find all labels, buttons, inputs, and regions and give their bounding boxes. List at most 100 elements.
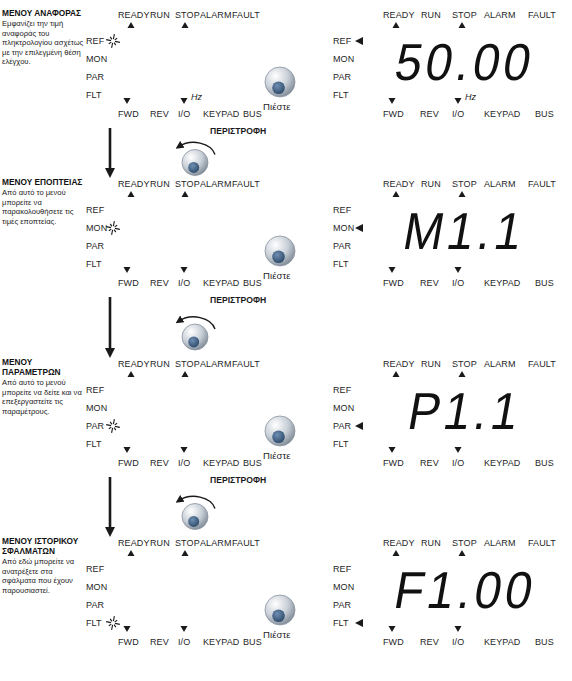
- menu-indicator-label: FLT: [333, 618, 349, 628]
- press-label: Πιέστε: [263, 271, 291, 281]
- menu-block: ΜΕΝΟΥ ΠΑΡΑΜΕΤΡΩΝΑπό αυτό το μενού μπορεί…: [2, 357, 258, 473]
- knob-body: [265, 67, 295, 97]
- control-place-label: REV: [150, 109, 169, 119]
- menu-title: ΜΕΝΟΥ ΑΝΑΦΟΡΑΣ: [2, 8, 84, 18]
- menu-indicator-label: FLT: [333, 259, 349, 269]
- menu-indicator-label: MON: [333, 403, 354, 413]
- status-label: STOP: [175, 10, 200, 20]
- status-label: RUN: [421, 538, 441, 548]
- lcd-display: M1.1: [362, 199, 568, 263]
- knob-dimple: [188, 336, 199, 347]
- blink-mark: [109, 427, 112, 429]
- indicator-arrow: [459, 371, 466, 377]
- control-place-label: I/O: [452, 458, 464, 468]
- status-label: FAULT: [528, 10, 556, 20]
- indicator-arrow: [459, 191, 466, 197]
- menu-indicator-label: MON: [86, 223, 107, 233]
- control-place-label: BUS: [243, 109, 262, 119]
- blink-mark: [114, 230, 116, 233]
- indicator-arrow: [455, 626, 462, 632]
- indicator-arrow: [355, 619, 363, 627]
- knob-dimple: [188, 162, 199, 173]
- blink-mark: [109, 229, 112, 231]
- control-place-label: REV: [420, 278, 439, 288]
- knob-body: [182, 150, 208, 176]
- control-place-label: FWD: [383, 637, 404, 647]
- indicator-arrow: [393, 22, 400, 28]
- menu-indicator-label: MON: [333, 54, 354, 64]
- status-label: STOP: [452, 359, 477, 369]
- control-place-label: REV: [150, 637, 169, 647]
- blink-mark: [114, 625, 116, 628]
- indicator-arrow: [182, 191, 189, 197]
- menu-indicator-label: FLT: [86, 259, 102, 269]
- menu-indicator-label: MON: [86, 582, 107, 592]
- menu-description: Εμφανίζει την τιμή αναφοράς του πληκτρολ…: [2, 19, 84, 67]
- indicator-arrow: [459, 22, 466, 28]
- blink-mark: [115, 426, 120, 428]
- menu-indicator-label: PAR: [333, 600, 351, 610]
- control-place-label: I/O: [178, 109, 190, 119]
- control-place-label: REV: [420, 109, 439, 119]
- edge-label: ΠΕΡΙΣΤΡΟΦΗ: [209, 126, 267, 136]
- unit-label: Hz: [465, 92, 476, 102]
- status-label: READY: [118, 359, 150, 369]
- indicator-arrow: [459, 550, 466, 556]
- menu-description: Από αυτό το μενού μπορείτε να παρακολουθ…: [2, 188, 84, 226]
- indicator-arrow: [128, 550, 135, 556]
- indicator-arrow: [389, 447, 396, 453]
- blink-mark: [110, 37, 112, 40]
- control-place-label: FWD: [118, 109, 139, 119]
- status-label: READY: [118, 179, 150, 189]
- control-place-label: REV: [150, 458, 169, 468]
- blink-mark: [109, 624, 112, 626]
- indicator-arrow: [181, 626, 188, 632]
- menu-indicator-label: REF: [86, 205, 104, 215]
- menu-indicator-label: REF: [86, 564, 104, 574]
- indicator-arrow: [124, 98, 131, 104]
- indicator-arrow: [124, 267, 131, 273]
- knob-dimple: [272, 430, 285, 443]
- status-label: ALARM: [484, 359, 516, 369]
- menu-indicator-label: REF: [86, 36, 104, 46]
- indicator-arrow: [393, 371, 400, 377]
- indicator-arrow: [128, 191, 135, 197]
- blink-mark: [113, 221, 115, 226]
- blink-mark: [115, 228, 120, 230]
- blink-mark: [106, 424, 111, 426]
- menu-title: ΜΕΝΟΥ ΙΣΤΟΡΙΚΟΥ ΣΦΑΛΜΑΤΩΝ: [2, 536, 84, 556]
- control-place-label: BUS: [243, 278, 262, 288]
- status-label: READY: [118, 10, 150, 20]
- menu-indicator-label: REF: [333, 36, 351, 46]
- blink-mark: [114, 43, 116, 46]
- blink-mark: [115, 225, 118, 227]
- status-label: RUN: [150, 10, 170, 20]
- menu-description: Από εδώ μπορείτε να ανατρέξετε στα σφάλμ…: [2, 557, 84, 595]
- blink-mark: [115, 620, 118, 622]
- status-label: STOP: [452, 179, 477, 189]
- menu-text: ΜΕΝΟΥ ΙΣΤΟΡΙΚΟΥ ΣΦΑΛΜΑΤΩΝΑπό εδώ μπορείτ…: [2, 536, 84, 595]
- menu-indicator-label: MON: [333, 223, 354, 233]
- status-label: FAULT: [528, 538, 556, 548]
- indicator-arrow: [182, 371, 189, 377]
- status-label: ALARM: [484, 179, 516, 189]
- blink-mark: [111, 230, 113, 235]
- status-label: STOP: [175, 179, 200, 189]
- status-label: FAULT: [232, 10, 260, 20]
- indicator-arrow: [182, 550, 189, 556]
- control-place-label: FWD: [118, 458, 139, 468]
- indicator-arrow: [389, 98, 396, 104]
- menu-indicator-label: PAR: [86, 421, 104, 431]
- menu-indicator-label: FLT: [86, 90, 102, 100]
- status-label: ALARM: [200, 359, 232, 369]
- control-place-label: FWD: [118, 278, 139, 288]
- blink-mark: [113, 419, 115, 424]
- control-place-label: I/O: [178, 458, 190, 468]
- menu-indicator-label: PAR: [86, 72, 104, 82]
- status-label: READY: [118, 538, 150, 548]
- menu-indicator-label: PAR: [333, 421, 351, 431]
- control-place-label: KEYPAD: [203, 458, 239, 468]
- control-place-label: FWD: [383, 278, 404, 288]
- menu-block: ΜΕΝΟΥ ΑΝΑΦΟΡΑΣΕμφανίζει την τιμή αναφορά…: [2, 8, 258, 124]
- status-label: FAULT: [528, 179, 556, 189]
